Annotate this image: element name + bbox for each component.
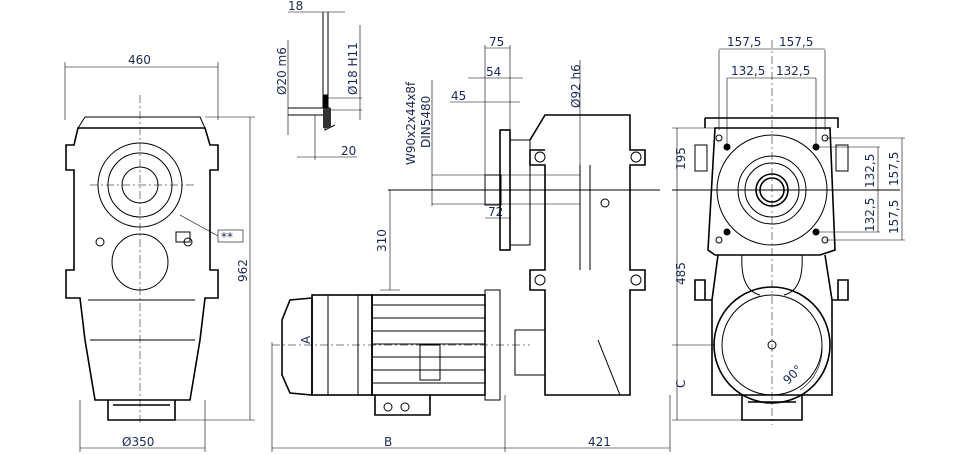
dim-310: 310 [375, 229, 389, 252]
dim-75: 75 [489, 35, 504, 49]
dim-157-right: 157,5 [779, 35, 813, 49]
dim-157-left: 157,5 [727, 35, 761, 49]
dim-132-bottom: 132,5 [863, 198, 877, 232]
dim-157-bottom: 157,5 [887, 200, 901, 234]
dim-962: 962 [236, 259, 250, 282]
dim-45: 45 [451, 89, 466, 103]
dim-132-top: 132,5 [863, 154, 877, 188]
dim-c: C [674, 380, 688, 388]
shaft-detail: 18 Ø18 H11 Ø20 m6 20 [275, 0, 362, 160]
front-view: 460 ** 962 Ø350 [64, 53, 255, 452]
dim-72: 72 [488, 205, 503, 219]
dim-485: 485 [674, 262, 688, 285]
spline-spec-line1: W90x2x44x8f [404, 81, 418, 165]
dim-195: 195 [674, 147, 688, 170]
dim-460: 460 [128, 53, 151, 67]
side-view: 75 54 45 W90x2x44x8f DIN5480 Ø92 h6 72 3… [271, 35, 671, 452]
dim-18: 18 [288, 0, 303, 13]
dim-dia-18: Ø18 H11 [346, 42, 360, 95]
dim-20: 20 [341, 144, 356, 158]
dim-157-top: 157,5 [887, 152, 901, 186]
dim-132-right: 132,5 [776, 64, 810, 78]
dim-132-left: 132,5 [731, 64, 765, 78]
dim-dia-92: Ø92 h6 [569, 64, 583, 108]
motor [281, 289, 501, 416]
dim-dia-350: Ø350 [122, 435, 154, 449]
right-view: 157,5 157,5 132,5 132,5 90° 132,5 132,5 [672, 35, 905, 425]
angle-90: 90° [780, 362, 805, 387]
dim-421: 421 [588, 435, 611, 449]
dim-54: 54 [486, 65, 501, 79]
spline-spec-line2: DIN5480 [419, 96, 433, 148]
dim-b: B [384, 435, 392, 449]
dim-a: A [299, 335, 313, 344]
note-marker: ** [221, 230, 233, 244]
dim-dia-20: Ø20 m6 [275, 47, 289, 95]
